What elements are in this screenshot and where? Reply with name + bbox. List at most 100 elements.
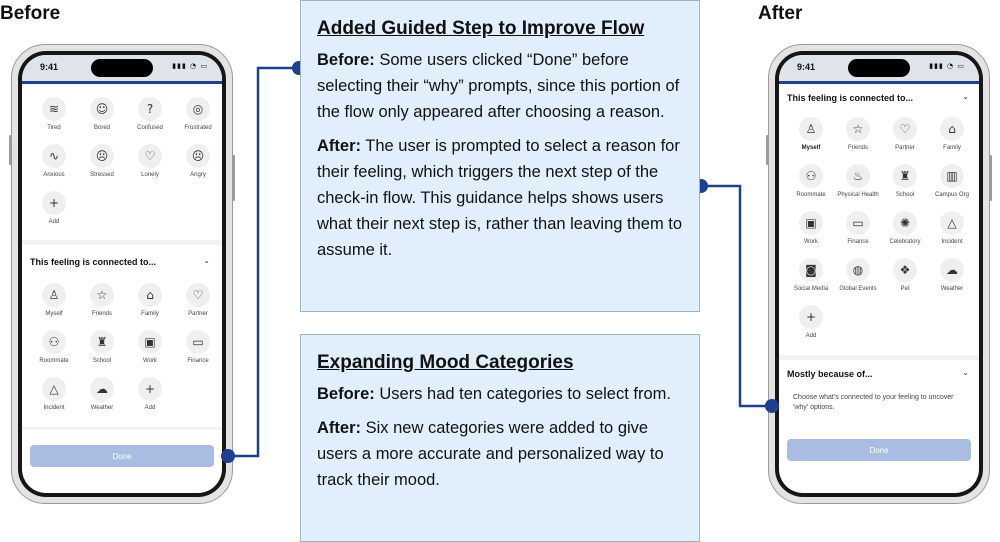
grid-item-label: Celebratory	[889, 239, 921, 245]
callout-before: Before: Users had ten categories to sele…	[317, 385, 671, 403]
grid-item-label: Family	[943, 145, 961, 151]
grid-item-label: Partner	[188, 311, 208, 317]
grid-item-label: Frustrated	[184, 125, 212, 131]
grid-item[interactable]: △ Incident	[30, 377, 78, 411]
grid-item[interactable]: ♙Myself	[30, 283, 78, 317]
after-screen: 9:41 ▮▮▮ ◔ ▭ This feeling is connected t…	[779, 55, 979, 493]
grid-item-label: Stressed	[90, 172, 114, 178]
grid-item[interactable]: ▣Work	[787, 211, 835, 245]
bored-icon: ☺	[90, 97, 114, 121]
grid-item-label: Angry	[190, 172, 206, 178]
grid-item[interactable]: ♙Myself	[787, 117, 835, 151]
grid-item[interactable]: ☁Weather	[78, 377, 126, 411]
after-phone: 9:41 ▮▮▮ ◔ ▭ This feeling is connected t…	[766, 44, 992, 504]
grid-item[interactable]: ♡ Partner	[174, 283, 222, 317]
status-bar: 9:41 ▮▮▮ ◔ ▭	[779, 55, 979, 81]
before-phone: 9:41 ▮▮▮ ◔ ▭ ≋Tired☺Bored?Confused◎Frust…	[9, 44, 235, 504]
cone-icon: △	[42, 377, 66, 401]
confused-icon: ?	[138, 97, 162, 121]
status-time: 9:41	[40, 62, 59, 72]
anxious-icon: ∿	[42, 144, 66, 168]
grid-item[interactable]: ◎Frustrated	[174, 97, 222, 131]
connector-dot	[765, 399, 779, 413]
angry-icon: ☹	[186, 144, 210, 168]
nav-underline	[779, 81, 979, 84]
money-icon: ▭	[186, 330, 210, 354]
grid-item-label: Family	[141, 311, 159, 317]
connected-section-title: This feeling is connected to...	[30, 257, 157, 267]
weather-icon: ☁	[940, 258, 964, 282]
grid-item-label: Myself	[801, 145, 821, 151]
grid-item[interactable]: ♡Lonely	[126, 144, 174, 178]
grid-item[interactable]: ☁Weather	[928, 258, 976, 292]
roommate-icon: ⚇	[799, 164, 823, 188]
grid-item-label: Pet	[900, 286, 910, 292]
home-icon: ⌂	[138, 283, 162, 307]
grid-item[interactable]: ≋Tired	[30, 97, 78, 131]
callout-before: Before: Some users clicked “Done” before…	[317, 51, 680, 121]
grid-item-label: Roommate	[39, 358, 69, 364]
chevron-down-icon[interactable]: ⌄	[962, 368, 969, 377]
grid-item[interactable]: ⌂ Family	[126, 283, 174, 317]
weather-icon: ☁	[90, 377, 114, 401]
grid-item[interactable]: ⚇ Roommate	[787, 164, 835, 198]
grid-item-label: Friends	[91, 311, 112, 317]
grid-item[interactable]: ♨Physical Health	[834, 164, 882, 198]
grid-item-label: Finance	[187, 358, 209, 364]
grid-item-label: Campus Org	[934, 192, 969, 198]
cone-icon: △	[940, 211, 964, 235]
briefcase-icon: ▣	[138, 330, 162, 354]
grid-item[interactable]: ☺Bored	[78, 97, 126, 131]
done-button[interactable]: Done	[30, 445, 214, 467]
person-icon: ♙	[42, 283, 66, 307]
grid-item[interactable]: ▥Campus Org	[928, 164, 976, 198]
grid-item[interactable]: +Add	[126, 377, 174, 411]
grid-item[interactable]: ❖Pet	[881, 258, 929, 292]
grid-item[interactable]: ▭Finance	[834, 211, 882, 245]
grid-item[interactable]: ☆Friends	[78, 283, 126, 317]
grid-item[interactable]: ◙ Social Media	[787, 258, 835, 292]
grid-item-label: Social Media	[793, 286, 829, 292]
heart-icon: ♡	[186, 283, 210, 307]
grid-item[interactable]: ☹ Stressed	[78, 144, 126, 178]
globe-icon: ◍	[846, 258, 870, 282]
grid-item[interactable]: +Add	[30, 191, 78, 225]
graduation-cap-icon: ♜	[90, 330, 114, 354]
grid-item[interactable]: ♜School	[881, 164, 929, 198]
grid-item[interactable]: ▣Work	[126, 330, 174, 364]
guided-step-callout: Added Guided Step to Improve Flow Before…	[300, 0, 700, 312]
grid-item[interactable]: ♡Partner	[881, 117, 929, 151]
grid-item[interactable]: ⚇Roommate	[30, 330, 78, 364]
dynamic-island	[848, 59, 910, 77]
grid-item[interactable]: ? Confused	[126, 97, 174, 131]
grid-item-label: Add	[48, 219, 60, 225]
grid-item-label: Confused	[137, 125, 163, 131]
mostly-because-title: Mostly because of...	[787, 369, 873, 379]
grid-item[interactable]: ☆Friends	[834, 117, 882, 151]
after-label: After	[758, 3, 803, 24]
done-button[interactable]: Done	[787, 439, 971, 461]
grid-item-label: Incident	[43, 405, 65, 411]
chevron-down-icon[interactable]: ⌄	[962, 92, 969, 101]
lonely-icon: ♡	[138, 144, 162, 168]
grid-item-label: Roommate	[796, 192, 826, 198]
grid-item[interactable]: +Add	[787, 305, 835, 339]
chevron-down-icon[interactable]: ⌄	[203, 256, 210, 265]
before-screen: 9:41 ▮▮▮ ◔ ▭ ≋Tired☺Bored?Confused◎Frust…	[22, 55, 222, 493]
grid-item[interactable]: ▭ Finance	[174, 330, 222, 364]
signal-wifi-battery-icon: ▮▮▮ ◔ ▭	[929, 62, 965, 70]
grid-item[interactable]: ⌂ Family	[928, 117, 976, 151]
grid-item[interactable]: ◍Global Events	[834, 258, 882, 292]
grid-item-label: Incident	[941, 239, 963, 245]
running-icon: ♨	[846, 164, 870, 188]
grid-item[interactable]: △ Incident	[928, 211, 976, 245]
mood-categories-callout: Expanding Mood Categories Before: Users …	[300, 334, 700, 542]
grid-item[interactable]: ∿Anxious	[30, 144, 78, 178]
grid-item-label: Add	[805, 333, 817, 339]
stressed-icon: ☹	[90, 144, 114, 168]
instagram-icon: ◙	[799, 258, 823, 282]
grid-item[interactable]: ♜School	[78, 330, 126, 364]
grid-item[interactable]: ☹ Angry	[174, 144, 222, 178]
grid-item[interactable]: ✺Celebratory	[881, 211, 929, 245]
home-icon: ⌂	[940, 117, 964, 141]
